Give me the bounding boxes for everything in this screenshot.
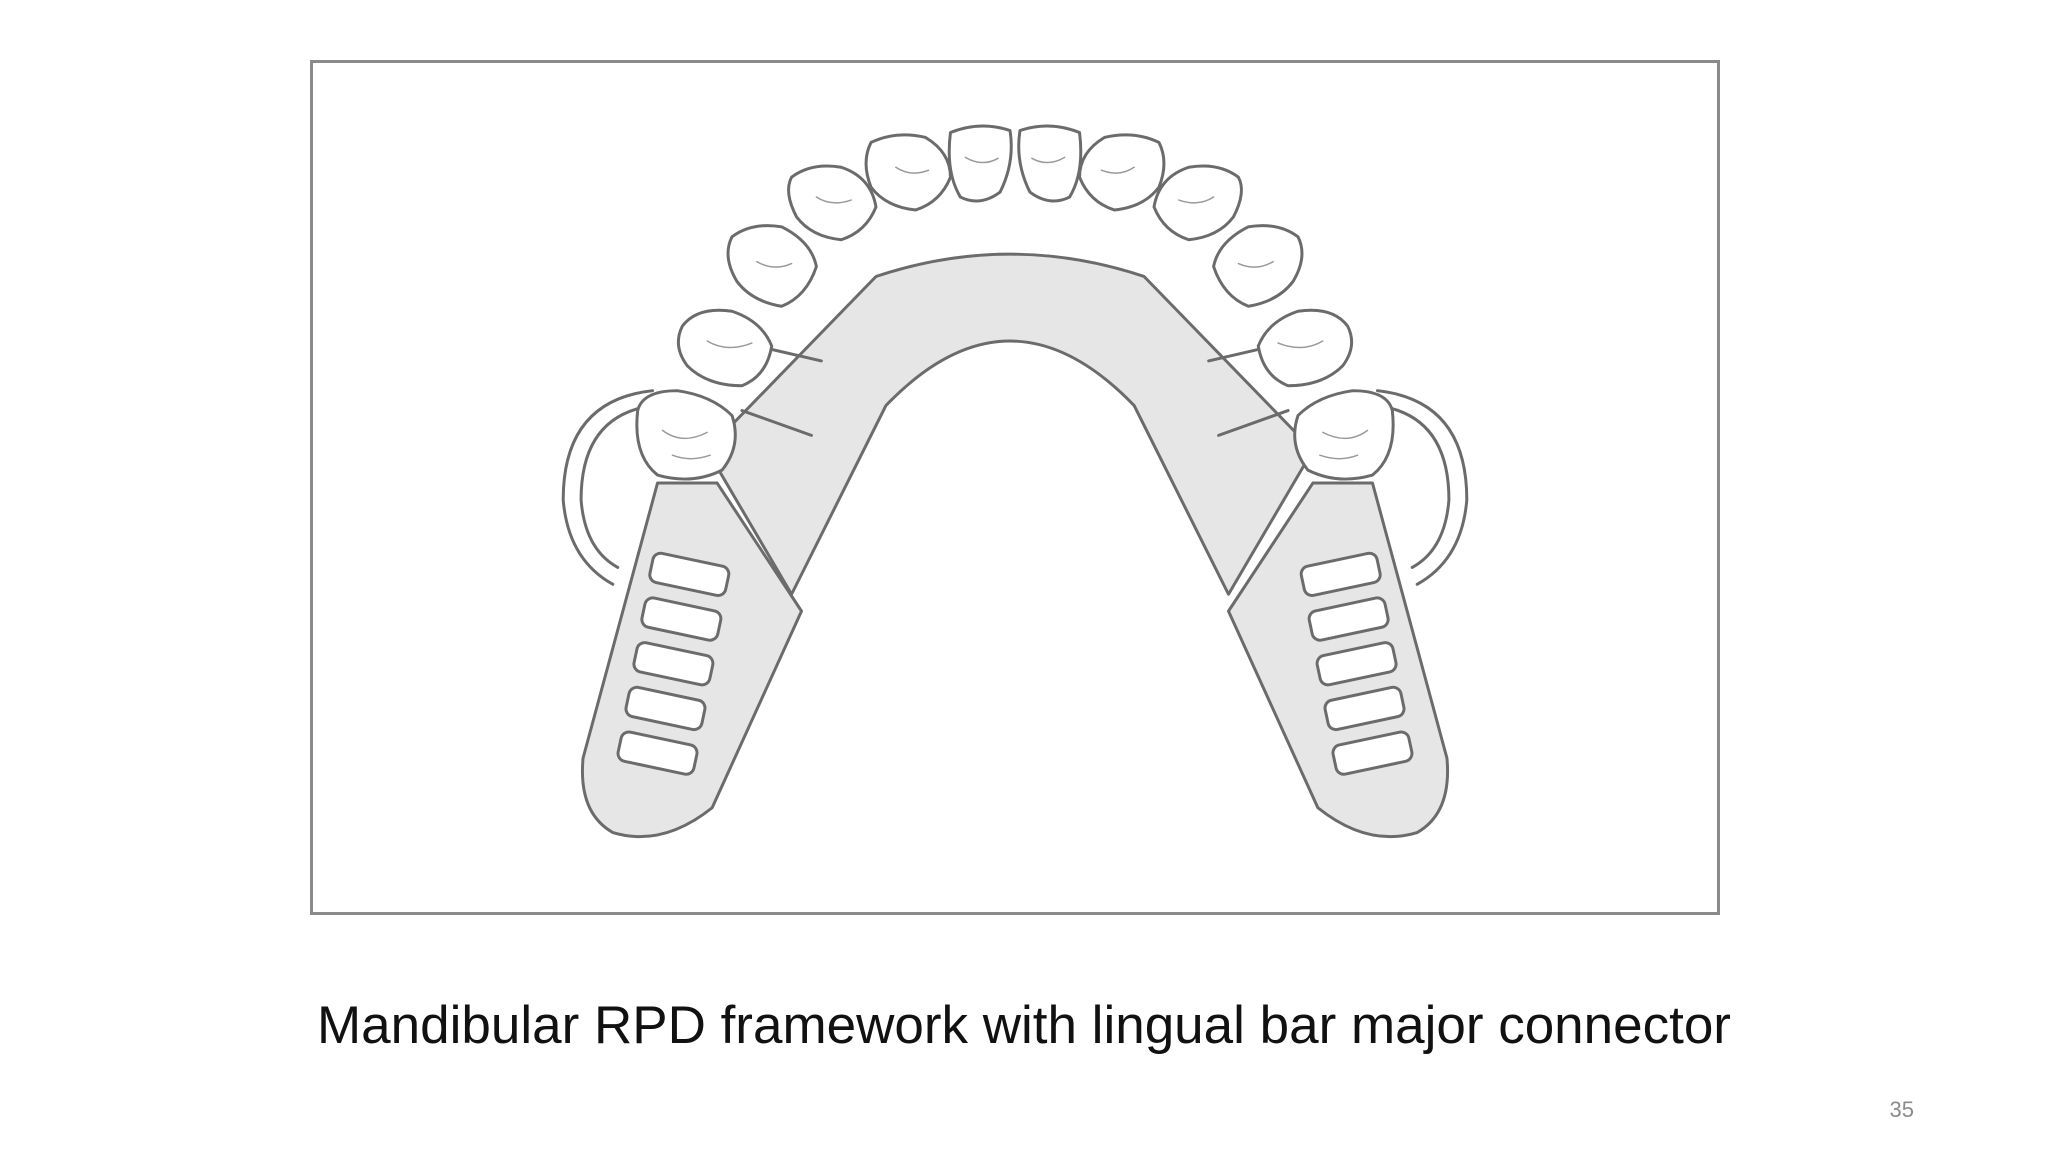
diagram-frame (310, 60, 1720, 915)
tooth-right-central-incisor (1017, 124, 1083, 203)
lingual-bar-major-connector (705, 252, 1315, 596)
teeth (635, 124, 1395, 481)
clasp-arm-left (561, 389, 655, 586)
occlusal-detail (661, 156, 1369, 460)
tooth-left-central-incisor (947, 124, 1013, 203)
tooth-left-premolar-1 (726, 224, 818, 308)
tooth-right-molar (1293, 389, 1395, 481)
page-number: 35 (1889, 1097, 1914, 1122)
retention-slots-right (1299, 551, 1414, 776)
tooth-right-premolar-1 (1212, 224, 1304, 308)
clasp-arm-right (1375, 389, 1469, 586)
rpd-framework-diagram (561, 124, 1469, 839)
tooth-left-premolar-2 (676, 308, 774, 388)
slide-caption: Mandibular RPD framework with lingual ba… (317, 996, 1731, 1055)
tooth-left-molar (635, 389, 737, 481)
retention-slots-left (616, 551, 731, 776)
tooth-right-premolar-2 (1256, 308, 1354, 388)
